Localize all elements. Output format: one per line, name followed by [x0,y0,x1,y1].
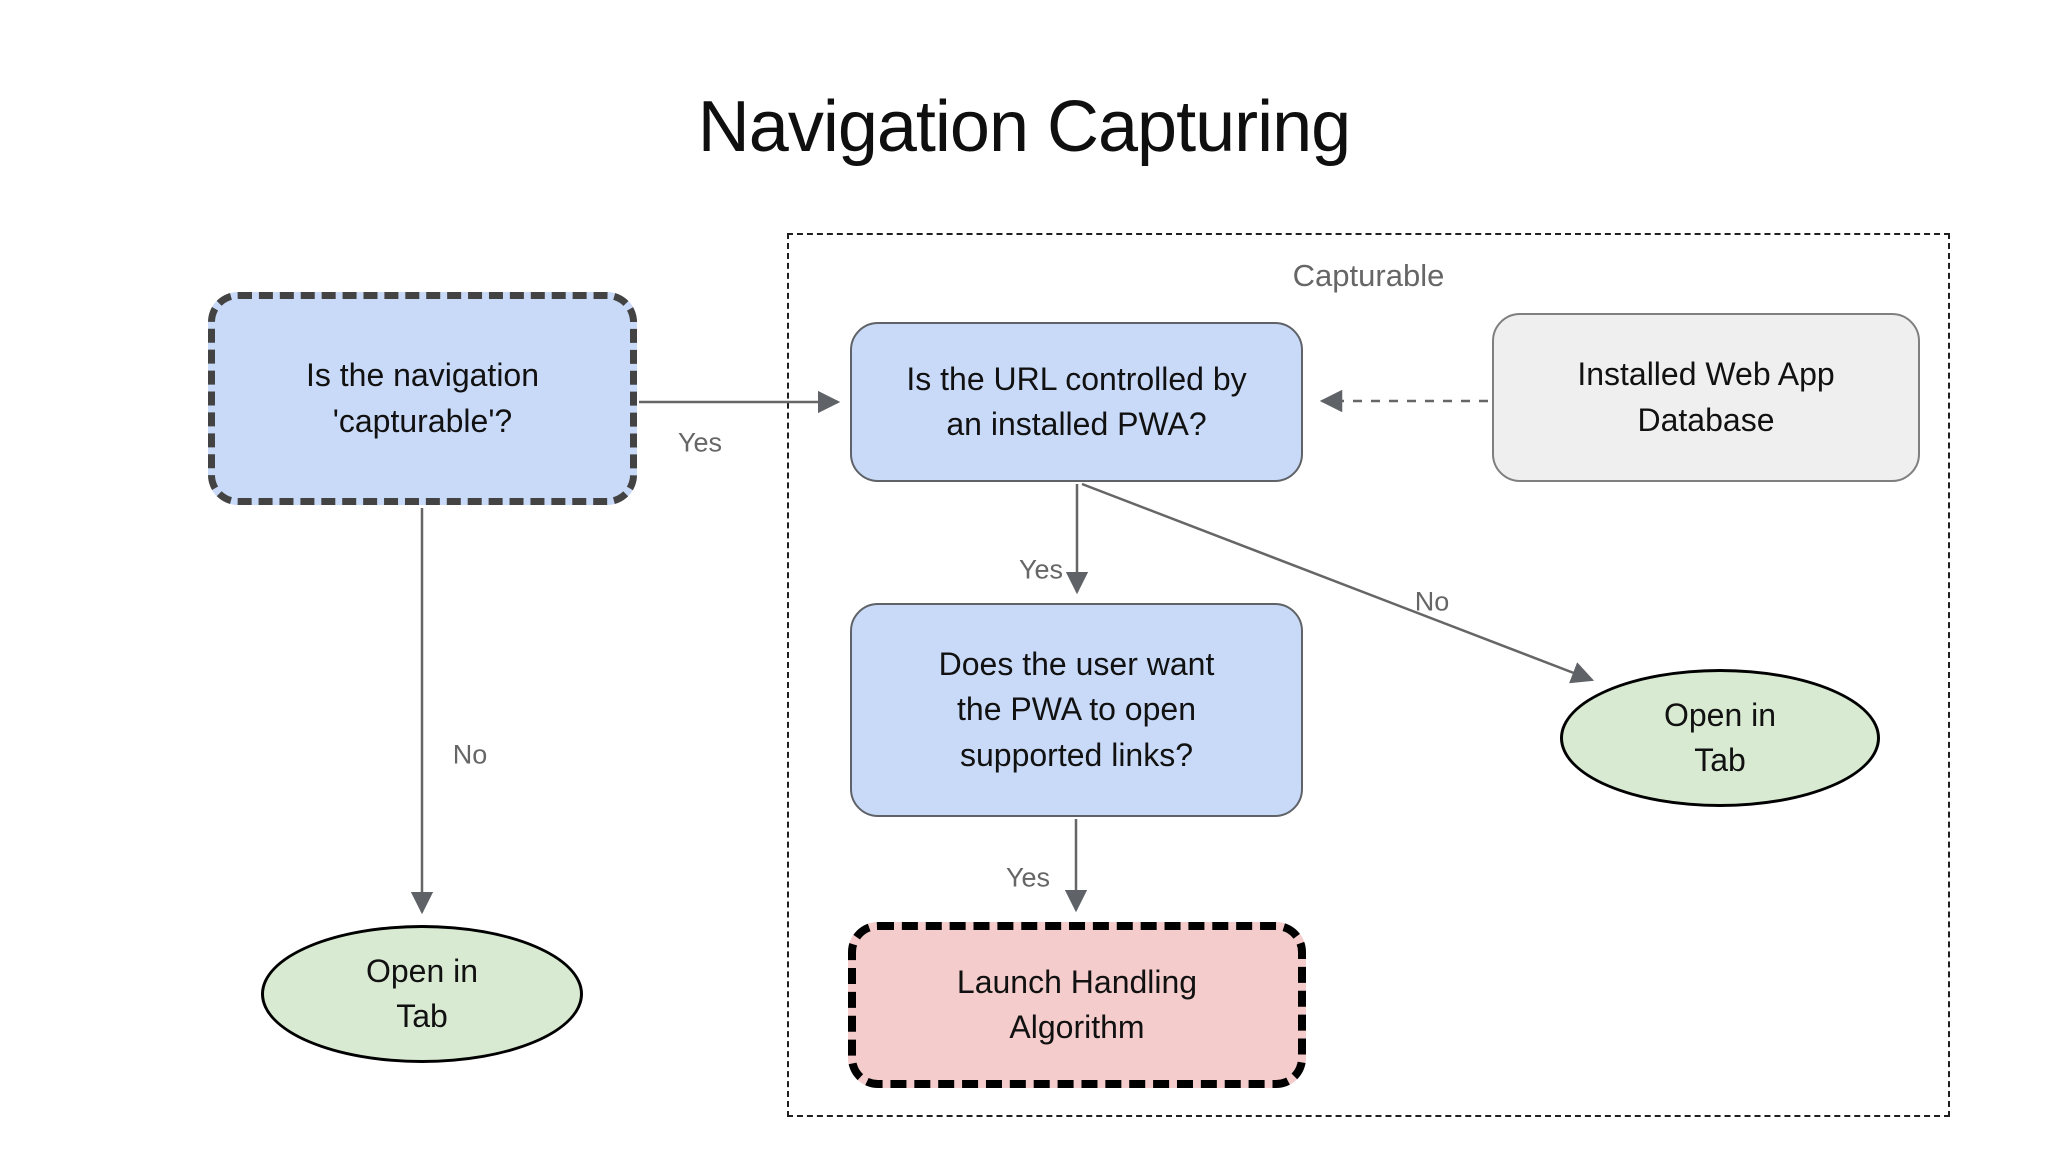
node-installed-web-app-database-text: Installed Web App Database [1577,356,1835,438]
node-does-user-want-pwa-open-links: Does the user want the PWA to open suppo… [850,603,1303,817]
node-is-url-controlled-by-pwa: Is the URL controlled by an installed PW… [850,322,1303,482]
node-is-navigation-capturable: Is the navigation 'capturable'? [208,292,637,505]
node-does-user-want-pwa-open-links-text: Does the user want the PWA to open suppo… [938,645,1215,773]
edge-label-nav-no: No [452,739,488,770]
node-launch-handling-algorithm-text: Launch Handling Algorithm [956,963,1198,1045]
node-is-navigation-capturable-text: Is the navigation 'capturable'? [305,357,540,439]
node-is-url-controlled-by-pwa-text: Is the URL controlled by an installed PW… [906,360,1247,442]
node-installed-web-app-database: Installed Web App Database [1492,313,1920,482]
edge-label-want-yes: Yes [1005,862,1051,893]
node-open-in-tab-right: Open in Tab [1560,669,1880,807]
node-launch-handling-algorithm: Launch Handling Algorithm [848,922,1306,1088]
edge-label-url-no: No [1414,586,1450,617]
node-open-in-tab-right-text: Open in Tab [1663,696,1777,778]
capturable-group-boundary [787,233,1950,1117]
capturable-group-label: Capturable [1292,258,1445,293]
edge-label-nav-yes: Yes [677,427,723,458]
node-open-in-tab-left-text: Open in Tab [365,952,479,1034]
page-title: Navigation Capturing [697,87,1351,167]
node-open-in-tab-left: Open in Tab [261,925,583,1063]
edge-label-url-yes: Yes [1018,554,1064,585]
